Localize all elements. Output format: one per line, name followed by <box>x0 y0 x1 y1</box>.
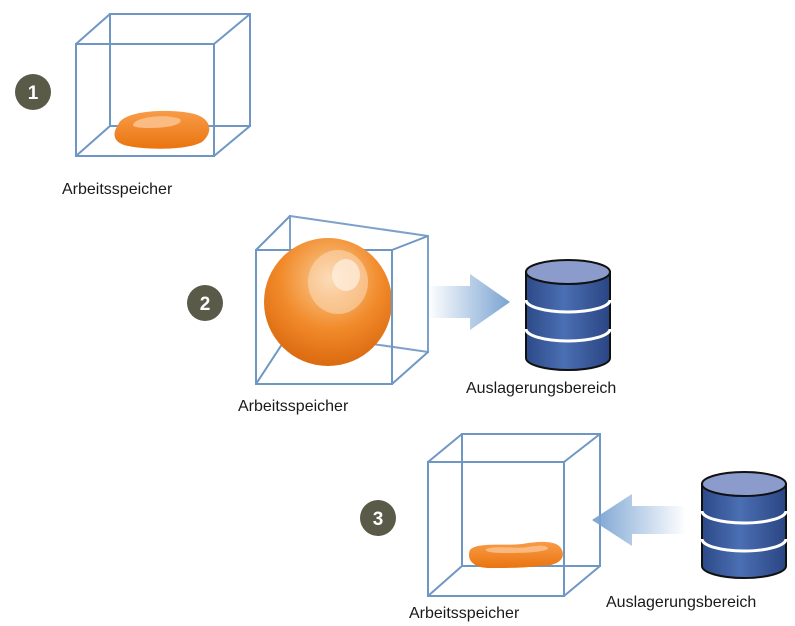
step-2: 2 Arbeitsspeicher Auslagerung <box>187 214 616 415</box>
memory-cube-front-edges <box>256 250 393 385</box>
memory-cube-icon <box>427 433 601 597</box>
step-3: 3 Arbeitsspeicher Auslagerungsbereich <box>360 433 788 622</box>
step-3-swap-label: Auslagerungsbereich <box>606 594 756 611</box>
memory-sphere-icon <box>264 238 392 366</box>
memory-blob-icon <box>468 541 563 568</box>
step-3-number: 3 <box>373 509 384 530</box>
step-1-badge <box>15 74 51 110</box>
step-2-memory-label: Arbeitsspeicher <box>238 398 349 415</box>
step-3-badge <box>360 500 396 536</box>
step-1-memory-label: Arbeitsspeicher <box>62 181 173 198</box>
step-2-number: 2 <box>200 294 211 315</box>
database-icon <box>524 259 612 371</box>
arrow-icon <box>592 494 686 546</box>
step-1-number: 1 <box>28 83 39 104</box>
step-2-swap-label: Auslagerungsbereich <box>466 380 616 397</box>
database-icon <box>700 471 788 579</box>
step-3-memory-label: Arbeitsspeicher <box>409 605 520 622</box>
memory-cube-icon <box>75 13 251 157</box>
arrow-icon <box>428 274 510 330</box>
memory-blob-icon <box>114 110 210 149</box>
step-1: 1 Arbeitsspeicher <box>15 13 251 198</box>
step-2-badge <box>187 285 223 321</box>
